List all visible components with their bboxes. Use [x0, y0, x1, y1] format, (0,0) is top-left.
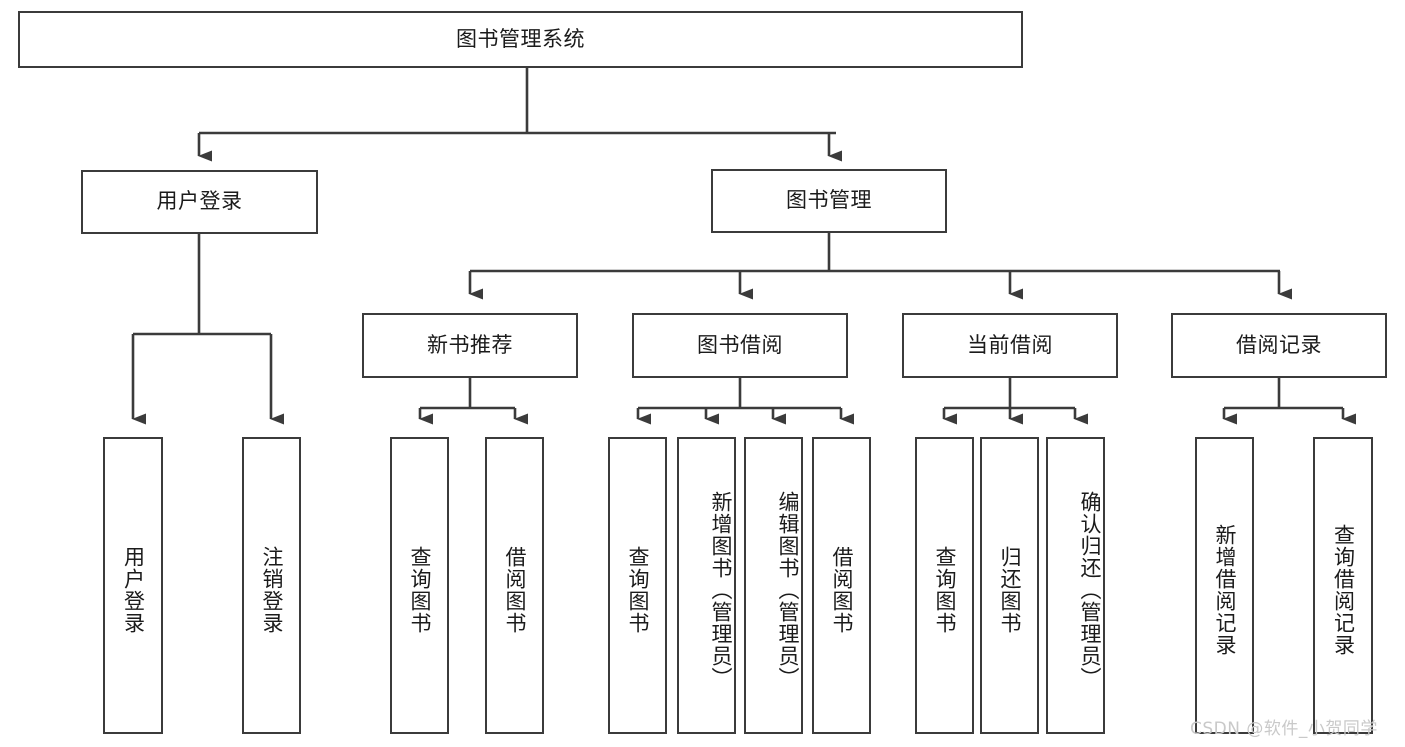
node-label: 借阅图书: [829, 545, 854, 634]
node-label: 确认归还（管理员）: [1078, 490, 1102, 689]
leaf-node-return-book[interactable]: 归还图书: [980, 437, 1039, 734]
node-label: 查询借阅记录: [1331, 523, 1356, 656]
node-label: 借阅记录: [1236, 332, 1322, 357]
node-label: 归还图书: [997, 545, 1022, 634]
leaf-node-query-book-recommend[interactable]: 查询图书: [390, 437, 449, 734]
node-label: 查询图书: [407, 545, 432, 634]
leaf-node-query-book-current[interactable]: 查询图书: [915, 437, 974, 734]
node-label: 用户登录: [156, 189, 243, 214]
node-label: 用户登录: [121, 545, 146, 634]
csdn-watermark: CSDN @软件_小贺同学: [1190, 719, 1378, 739]
node-label: 图书管理: [786, 188, 872, 213]
node-user-login[interactable]: 用户登录: [81, 170, 318, 234]
leaf-node-user-login[interactable]: 用户登录: [103, 437, 163, 734]
node-label: 借阅图书: [502, 545, 527, 634]
leaf-node-borrow-book-recommend[interactable]: 借阅图书: [485, 437, 544, 734]
leaf-node-edit-book-admin[interactable]: 编辑图书（管理员）: [744, 437, 803, 734]
node-label: 查询图书: [932, 545, 957, 634]
node-book-borrow[interactable]: 图书借阅: [632, 313, 848, 378]
node-label: 图书借阅: [697, 332, 783, 357]
node-borrow-record[interactable]: 借阅记录: [1171, 313, 1387, 378]
node-root-label: 图书管理系统: [456, 26, 585, 51]
node-book-management[interactable]: 图书管理: [711, 169, 947, 233]
leaf-node-logout[interactable]: 注销登录: [242, 437, 301, 734]
node-new-book-recommend[interactable]: 新书推荐: [362, 313, 578, 378]
node-label: 编辑图书（管理员）: [776, 490, 800, 689]
leaf-node-confirm-return-admin[interactable]: 确认归还（管理员）: [1046, 437, 1105, 734]
node-label: 注销登录: [259, 545, 284, 634]
leaf-node-add-book-admin[interactable]: 新增图书（管理员）: [677, 437, 736, 734]
node-current-borrow[interactable]: 当前借阅: [902, 313, 1118, 378]
leaf-node-borrow-book[interactable]: 借阅图书: [812, 437, 871, 734]
node-label: 新书推荐: [427, 332, 513, 357]
node-label: 当前借阅: [967, 332, 1053, 357]
node-root-system[interactable]: 图书管理系统: [18, 11, 1023, 68]
leaf-node-query-book-borrow[interactable]: 查询图书: [608, 437, 667, 734]
node-label: 新增图书（管理员）: [709, 490, 733, 689]
leaf-node-add-borrow-record[interactable]: 新增借阅记录: [1195, 437, 1254, 734]
leaf-node-query-borrow-record[interactable]: 查询借阅记录: [1313, 437, 1373, 734]
node-label: 新增借阅记录: [1212, 523, 1237, 656]
node-label: 查询图书: [625, 545, 650, 634]
